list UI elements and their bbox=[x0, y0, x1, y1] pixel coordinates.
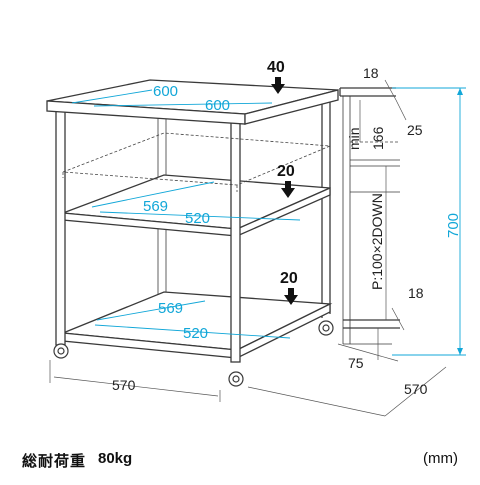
down-arrow-icon bbox=[281, 181, 295, 198]
side-profile bbox=[339, 79, 466, 360]
total-load-capacity-label: 総耐荷重 bbox=[22, 452, 87, 470]
base-depth-label: 570 bbox=[404, 381, 428, 397]
bottom-width-label: 520 bbox=[183, 325, 208, 342]
middle-depth-label: 569 bbox=[143, 198, 168, 215]
side-min-value: 166 bbox=[370, 126, 386, 150]
base-dimensions bbox=[49, 343, 447, 417]
load-bottom-label: 20 bbox=[280, 270, 298, 287]
side-pitch-label: P:100×2DOWN bbox=[369, 193, 385, 290]
load-top-indicator: 40 bbox=[267, 59, 285, 94]
adjustable-shelf-position bbox=[62, 132, 331, 186]
side-top-thickness-label: 18 bbox=[363, 65, 379, 81]
down-arrow-icon bbox=[271, 77, 285, 94]
bottom-depth-label: 569 bbox=[158, 300, 183, 317]
load-middle-label: 20 bbox=[277, 163, 295, 180]
down-arrow-icon bbox=[284, 288, 298, 305]
casters bbox=[53, 320, 334, 387]
top-depth-label: 600 bbox=[153, 83, 178, 100]
base-width-label: 570 bbox=[112, 377, 136, 393]
middle-width-label: 520 bbox=[185, 210, 210, 227]
side-top-gap-label: 25 bbox=[407, 122, 423, 138]
height-total-label: 700 bbox=[445, 213, 462, 238]
top-width-label: 600 bbox=[205, 97, 230, 114]
unit-label: (mm) bbox=[423, 450, 458, 467]
side-min-label: min bbox=[346, 127, 362, 150]
total-load-capacity-value: 80kg bbox=[98, 450, 133, 467]
load-middle-indicator: 20 bbox=[277, 163, 295, 198]
side-bottom-height-label: 75 bbox=[348, 355, 364, 371]
load-top-label: 40 bbox=[267, 59, 285, 76]
load-bottom-indicator: 20 bbox=[280, 270, 298, 305]
cyan-dimensions bbox=[71, 89, 301, 339]
side-bottom-thickness-label: 18 bbox=[408, 285, 424, 301]
